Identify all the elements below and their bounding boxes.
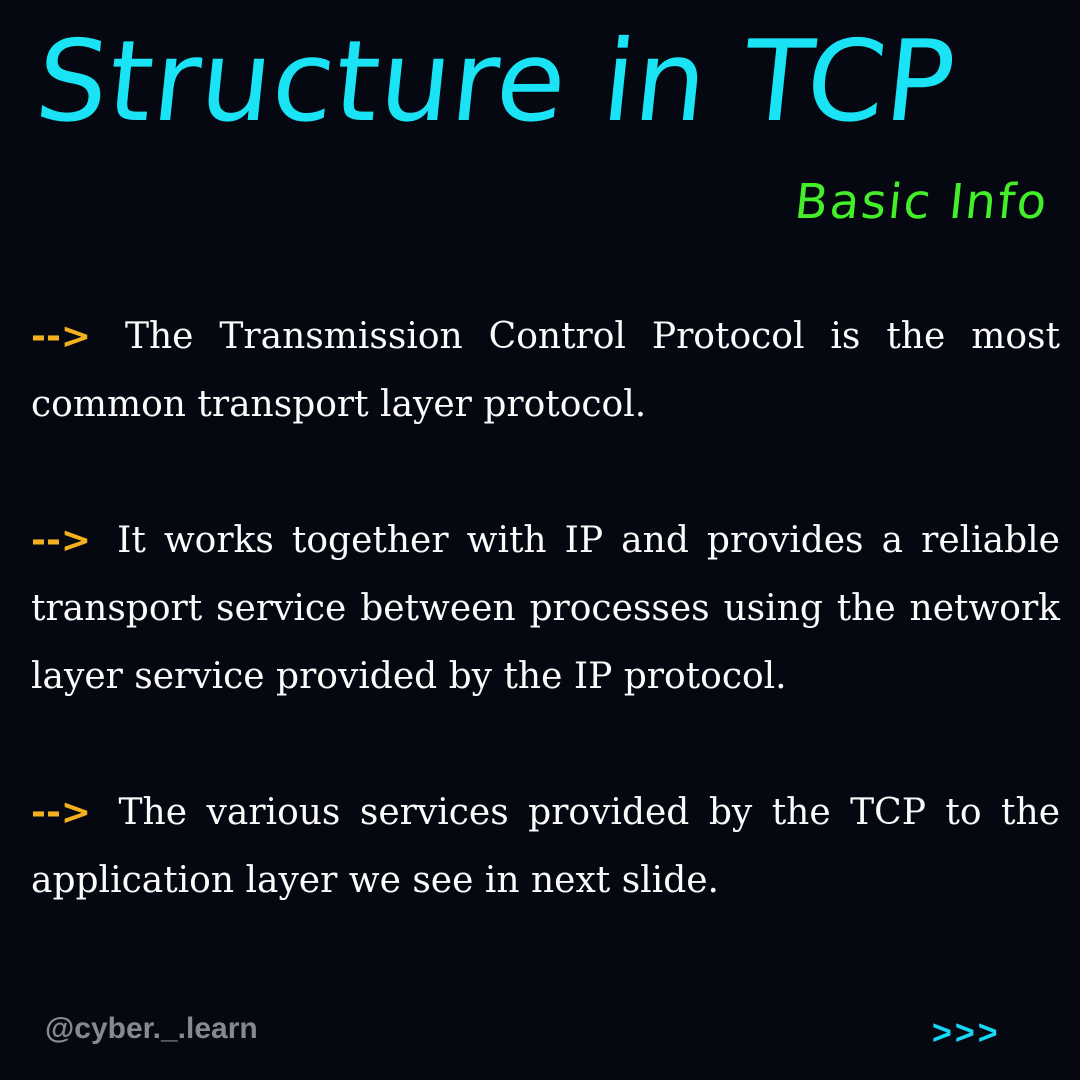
slide-subtitle: Basic Info: [791, 174, 1052, 230]
arrow-icon: -->: [31, 520, 92, 561]
bullet-text-3: The various services provided by the TCP…: [31, 792, 1060, 901]
arrow-icon: -->: [31, 316, 92, 357]
author-handle: @cyber._.learn: [45, 1012, 258, 1045]
bullet-text-2: It works together with IP and provides a…: [31, 520, 1060, 697]
bullet-point-2: --> It works together with IP and provid…: [31, 507, 1060, 711]
slide-title: Structure in TCP: [29, 17, 962, 147]
bullet-text-1: The Transmission Control Protocol is the…: [31, 316, 1060, 425]
arrow-icon: -->: [31, 792, 92, 833]
next-slide-indicator: >>>: [932, 1014, 1001, 1052]
bullet-point-1: --> The Transmission Control Protocol is…: [31, 303, 1060, 439]
content-area: --> The Transmission Control Protocol is…: [31, 303, 1060, 983]
bullet-point-3: --> The various services provided by the…: [31, 779, 1060, 915]
